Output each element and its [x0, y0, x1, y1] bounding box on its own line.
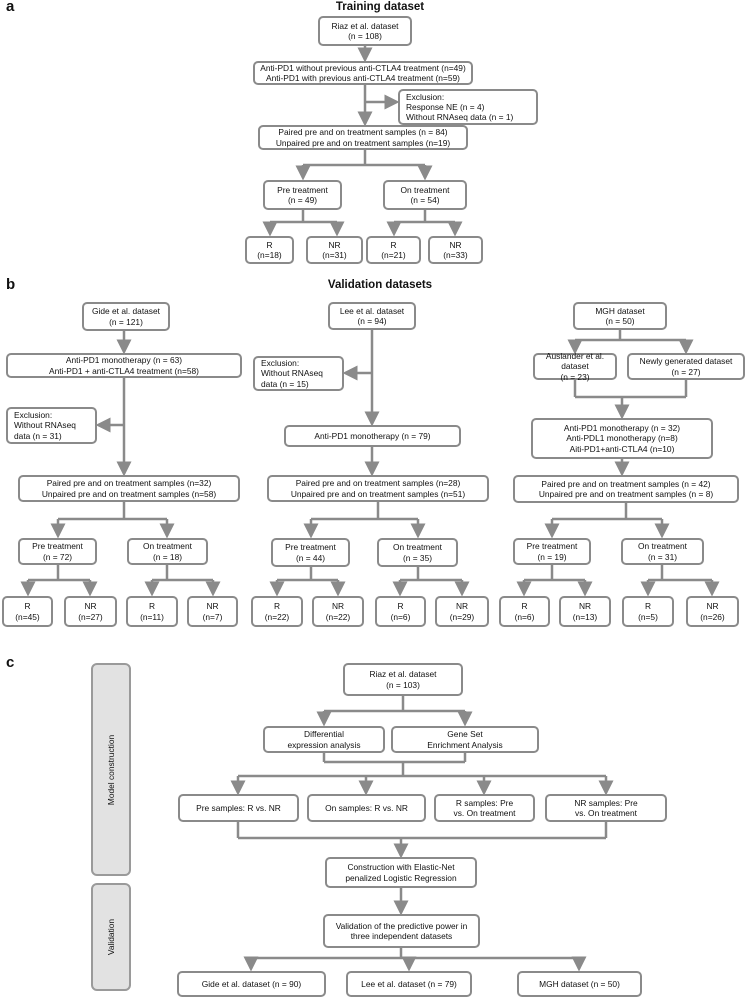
- c-rs-box: R samples: Pre vs. On treatment: [434, 794, 535, 822]
- c-gsea-box: Gene Set Enrichment Analysis: [391, 726, 539, 753]
- a-nr1-box: NR (n=31): [306, 236, 363, 264]
- l-excl-box: Exclusion: Without RNAseq data (n = 15): [253, 356, 344, 391]
- l-nr2-box: NR (n=29): [435, 596, 489, 627]
- m-new-box: Newly generated dataset (n = 27): [627, 353, 745, 380]
- a-paired-box: Paired pre and on treatment samples (n =…: [258, 125, 468, 150]
- a-riaz-box: Riaz et al. dataset (n = 108): [318, 16, 412, 46]
- c-enet-box: Construction with Elastic-Net penalized …: [325, 857, 477, 888]
- validation-sidebar: Validation: [91, 883, 131, 991]
- m-on-box: On treatment (n = 31): [621, 538, 704, 565]
- c-riaz-box: Riaz et al. dataset (n = 103): [343, 663, 463, 696]
- l-paired-box: Paired pre and on treatment samples (n=2…: [267, 475, 489, 502]
- a-nr2-box: NR (n=33): [428, 236, 483, 264]
- m-paired-box: Paired pre and on treatment samples (n =…: [513, 475, 739, 503]
- l-on-box: On treatment (n = 35): [377, 538, 458, 567]
- m-ausl-box: Auslander et al. dataset (n = 23): [533, 351, 617, 382]
- g-mono-box: Anti-PD1 monotherapy (n = 63) Anti-PD1 +…: [6, 353, 242, 378]
- panel-a-label: a: [6, 0, 15, 15]
- panel-a-title: Training dataset: [335, 1, 425, 13]
- c-gide-box: Gide et al. dataset (n = 90): [177, 971, 326, 997]
- c-lee-box: Lee et al. dataset (n = 79): [346, 971, 472, 997]
- a-pre-box: Pre treatment (n = 49): [263, 180, 342, 210]
- m-r1-box: R (n=6): [499, 596, 550, 627]
- g-r1-box: R (n=45): [2, 596, 53, 627]
- m-mono-box: Anti-PD1 monotherapy (n = 32) Anti-PDL1 …: [531, 418, 713, 459]
- a-r2-box: R (n=21): [366, 236, 421, 264]
- m-nr2-box: NR (n=26): [686, 596, 739, 627]
- g-r2-box: R (n=11): [126, 596, 178, 627]
- m-nr1-box: NR (n=13): [559, 596, 611, 627]
- l-nr1-box: NR (n=22): [312, 596, 364, 627]
- g-on-box: On treatment (n = 18): [127, 538, 208, 565]
- c-valid-box: Validation of the predictive power in th…: [323, 914, 480, 948]
- m-r2-box: R (n=5): [622, 596, 674, 627]
- c-nrs-box: NR samples: Pre vs. On treatment: [545, 794, 667, 822]
- c-mgh-box: MGH dataset (n = 50): [517, 971, 642, 997]
- l-mono-box: Anti-PD1 monotherapy (n = 79): [284, 425, 461, 447]
- g-nr2-box: NR (n=7): [187, 596, 238, 627]
- m-ds-box: MGH dataset (n = 50): [573, 302, 667, 330]
- c-pre-box: Pre samples: R vs. NR: [178, 794, 299, 822]
- panel-b-title: Validation datasets: [327, 279, 433, 291]
- a-on-box: On treatment (n = 54): [383, 180, 467, 210]
- a-antipd1-box: Anti-PD1 without previous anti-CTLA4 tre…: [253, 61, 473, 85]
- c-diff-box: Differential expression analysis: [263, 726, 385, 753]
- panel-c-label: c: [6, 654, 15, 671]
- l-r1-box: R (n=22): [251, 596, 303, 627]
- model-construction-label: Model construction: [106, 734, 116, 805]
- a-excl-box: Exclusion: Response NE (n = 4) Without R…: [398, 89, 538, 125]
- g-excl-box: Exclusion: Without RNAseq data (n = 31): [6, 407, 97, 444]
- a-r1-box: R (n=18): [245, 236, 294, 264]
- model-construction-sidebar: Model construction: [91, 663, 131, 876]
- panel-b-label: b: [6, 276, 16, 293]
- m-pre-box: Pre treatment (n = 19): [513, 538, 591, 565]
- l-ds-box: Lee et al. dataset (n = 94): [328, 302, 416, 330]
- g-nr1-box: NR (n=27): [64, 596, 117, 627]
- g-ds-box: Gide et al. dataset (n = 121): [82, 302, 170, 331]
- l-pre-box: Pre treatment (n = 44): [271, 538, 350, 567]
- c-on-box: On samples: R vs. NR: [307, 794, 426, 822]
- validation-label: Validation: [106, 918, 116, 956]
- l-r2-box: R (n=6): [375, 596, 426, 627]
- g-paired-box: Paired pre and on treatment samples (n=3…: [18, 475, 240, 502]
- g-pre-box: Pre treatment (n = 72): [18, 538, 97, 565]
